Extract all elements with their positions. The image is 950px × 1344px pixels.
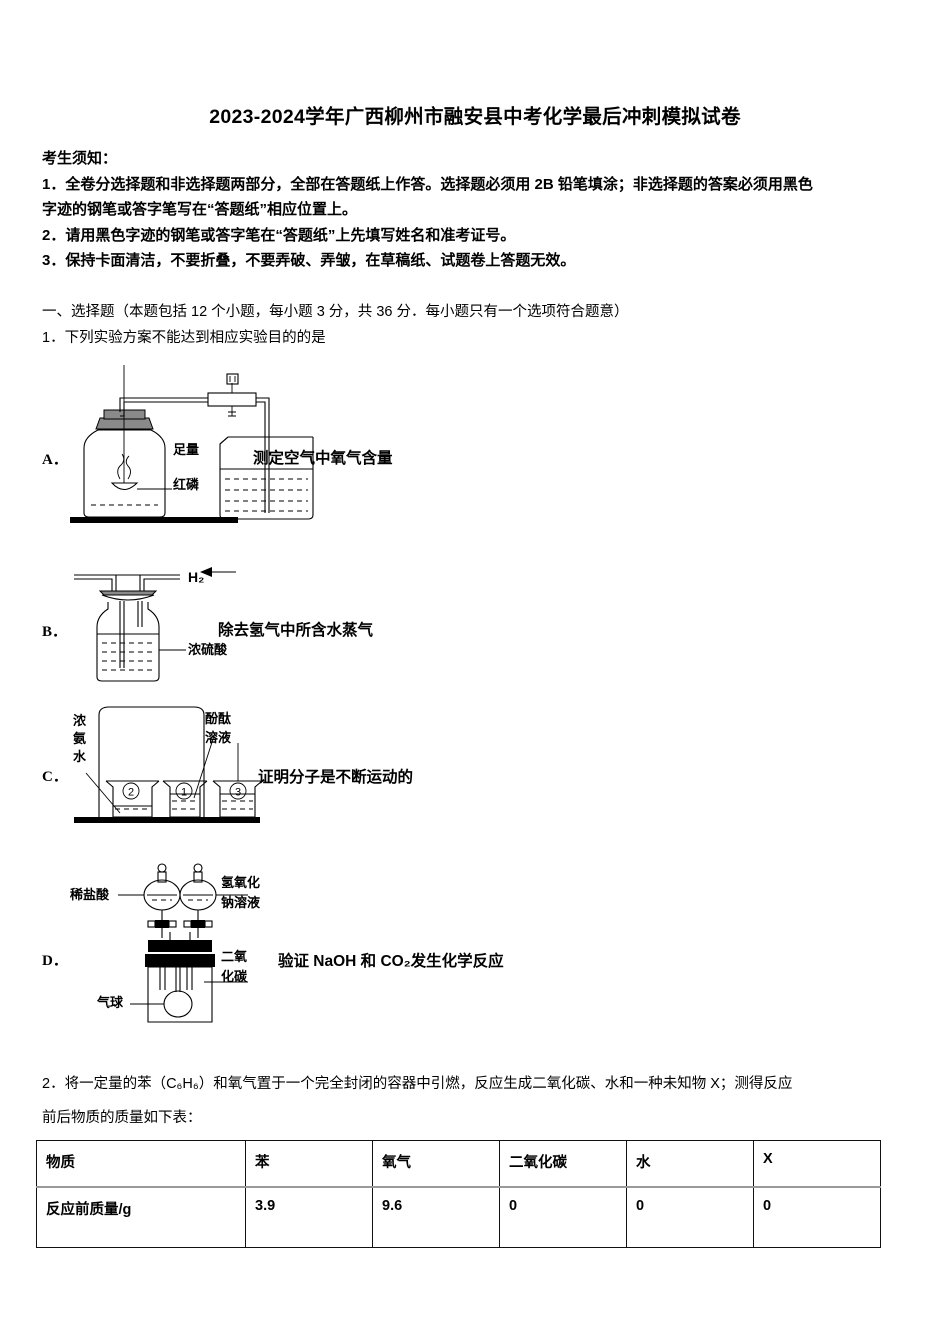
- table-cell-carbon-dioxide-mass: 0: [499, 1186, 627, 1248]
- question-2-stem-line-2: 前后物质的质量如下表：: [42, 1110, 202, 1126]
- option-a-label-sufficient: 足量: [173, 442, 200, 457]
- table-cell-oxygen-mass: 9.6: [372, 1186, 500, 1248]
- option-d-label-carbon-dioxide: 二氧 化碳: [221, 950, 247, 984]
- option-a-figure: [60, 365, 390, 530]
- page-title: 2023-2024学年广西柳州市融安县中考化学最后冲刺模拟试卷: [209, 106, 741, 128]
- option-d-label-co2-line1: 二氧: [221, 949, 248, 964]
- option-c-label-phenolphthalein-line2: 溶液: [205, 730, 232, 745]
- table-row-label-mass-before: 反应前质量/g: [36, 1186, 246, 1248]
- option-b-letter: B．: [42, 624, 68, 640]
- table-header-x: X: [753, 1140, 881, 1188]
- notice-line-2: 字迹的钢笔或答字笔写在“答题纸”相应位置上。: [42, 201, 358, 218]
- table-cell-benzene-mass: 3.9: [245, 1186, 373, 1248]
- option-d-label-naoh-line2: 钠溶液: [221, 895, 261, 910]
- option-c-label-ammonia-ch1: 浓: [73, 713, 87, 728]
- candidate-notice: 考生须知： 1．全卷分选择题和非选择题两部分，全部在答题纸上作答。选择题必须用 …: [42, 146, 908, 274]
- table-row: 反应前质量/g 3.9 9.6 0 0 0: [36, 1186, 881, 1248]
- table-header-carbon-dioxide: 二氧化碳: [499, 1140, 627, 1188]
- option-c-label-phenolphthalein: 酚酞 溶液: [205, 712, 231, 745]
- option-d-label-naoh-line1: 氢氧化: [221, 875, 261, 890]
- option-b-figure: [68, 565, 288, 690]
- option-b-label-hydrogen: H₂: [188, 569, 205, 585]
- svg-text:1: 1: [181, 787, 187, 799]
- option-d-purpose: 验证 NaOH 和 CO₂发生化学反应: [278, 953, 504, 970]
- table-header-row: 物质 苯 氧气 二氧化碳 水 X: [36, 1140, 881, 1188]
- notice-line-4: 3．保持卡面清洁，不要折叠，不要弄破、弄皱，在草稿纸、试题卷上答题无效。: [42, 252, 576, 269]
- option-c-label-phenolphthalein-line1: 酚酞: [205, 711, 232, 726]
- option-a-letter: A．: [42, 452, 68, 468]
- option-c-figure: 2 1 3: [68, 703, 288, 831]
- option-d-label-balloon: 气球: [97, 995, 124, 1010]
- option-b-label-concentrated-sulfuric-acid: 浓硫酸: [188, 642, 228, 657]
- question-2-stem-line-1: 2．将一定量的苯（C₆H₆）和氧气置于一个完全封闭的容器中引燃，反应生成二氧化碳…: [42, 1076, 793, 1092]
- svg-text:2: 2: [128, 787, 134, 799]
- option-c-purpose: 证明分子是不断运动的: [258, 769, 414, 786]
- mass-data-table: 物质 苯 氧气 二氧化碳 水 X 反应前质量/g 3.9 9.6 0 0 0: [36, 1140, 881, 1248]
- option-c-label-ammonia: 浓 氨 水: [73, 714, 86, 764]
- table-header-substance: 物质: [36, 1140, 246, 1188]
- option-d-letter: D．: [42, 953, 68, 969]
- table-cell-x-mass: 0: [753, 1186, 881, 1248]
- table-header-water: 水: [626, 1140, 754, 1188]
- option-d-label-dilute-hydrochloric-acid: 稀盐酸: [70, 887, 110, 902]
- option-d-label-co2-line2: 化碳: [221, 969, 248, 984]
- notice-line-3: 2．请用黑色字迹的钢笔或答字笔在“答题纸”上先填写姓名和准考证号。: [42, 226, 516, 244]
- table-header-benzene: 苯: [245, 1140, 373, 1188]
- option-a-purpose: 测定空气中氧气含量: [253, 450, 393, 467]
- option-c-label-ammonia-ch2: 氨: [73, 731, 87, 746]
- option-c-label-ammonia-ch3: 水: [73, 749, 87, 764]
- option-d-figure: [100, 862, 330, 1030]
- option-c-letter: C．: [42, 769, 68, 785]
- notice-heading: 考生须知：: [42, 150, 118, 167]
- option-a-label-red-phosphorus: 红磷: [173, 477, 200, 492]
- question-2-stem: 2．将一定量的苯（C₆H₆）和氧气置于一个完全封闭的容器中引燃，反应生成二氧化碳…: [42, 1067, 922, 1135]
- table-cell-water-mass: 0: [626, 1186, 754, 1248]
- option-b-purpose: 除去氢气中所含水蒸气: [218, 622, 374, 639]
- table-header-oxygen: 氧气: [372, 1140, 500, 1188]
- section-heading-multiple-choice: 一、选择题（本题包括 12 个小题，每小题 3 分，共 36 分．每小题只有一个…: [42, 304, 629, 320]
- svg-text:3: 3: [235, 787, 241, 799]
- notice-line-1: 1．全卷分选择题和非选择题两部分，全部在答题纸上作答。选择题必须用 2B 铅笔填…: [42, 175, 813, 193]
- option-d-label-sodium-hydroxide: 氢氧化 钠溶液: [221, 876, 260, 910]
- question-1-stem: 1．下列实验方案不能达到相应实验目的的是: [42, 330, 326, 346]
